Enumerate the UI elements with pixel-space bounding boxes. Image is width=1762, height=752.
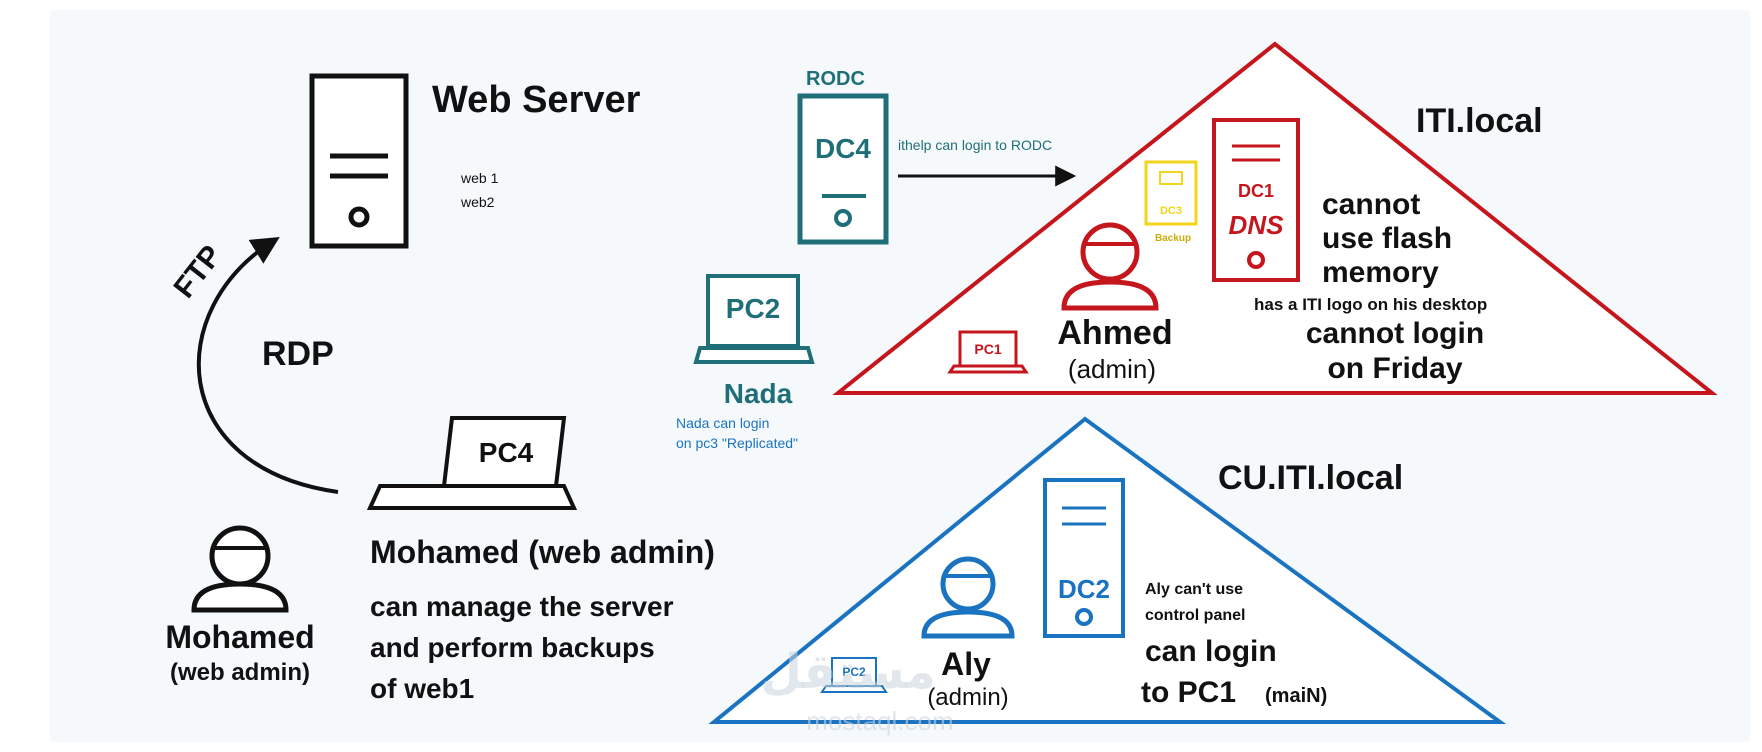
watermark-latin: mostaql.com bbox=[806, 706, 953, 736]
mohamed-name: Mohamed bbox=[165, 619, 314, 655]
dc2-server-icon bbox=[1043, 478, 1125, 638]
pc1-label: PC1 bbox=[974, 341, 1001, 357]
nada-note-line2: on pc3 "Replicated" bbox=[676, 435, 798, 451]
dc3-backup-label: Backup bbox=[1155, 233, 1191, 244]
aly-user-icon bbox=[921, 556, 1015, 639]
ahmed-role: (admin) bbox=[1068, 354, 1156, 384]
pc4-laptop-icon bbox=[366, 416, 578, 510]
cu-policy1-line2: control panel bbox=[1145, 607, 1245, 624]
dc1-dns-server-icon bbox=[1212, 118, 1300, 282]
iti-policy3-line1: cannot login bbox=[1306, 317, 1484, 350]
iti-policy1-line3: memory bbox=[1322, 256, 1439, 289]
cu-policy1-line1: Aly can't use bbox=[1145, 581, 1243, 598]
pc1-laptop-icon bbox=[947, 330, 1029, 374]
web-site-2: web2 bbox=[460, 194, 495, 210]
nada-note-line1: Nada can login bbox=[676, 415, 769, 431]
iti-policy2: has a ITI logo on his desktop bbox=[1254, 295, 1487, 314]
pc2-laptop-icon bbox=[693, 274, 815, 364]
nada-name: Nada bbox=[724, 378, 793, 409]
rdp-label: RDP bbox=[262, 335, 334, 373]
mohamed-desc-line1: can manage the server bbox=[370, 591, 674, 622]
cu-policy2-line2: to PC1 bbox=[1141, 676, 1236, 709]
dc1-label: DC1 bbox=[1238, 181, 1274, 201]
cu-policy2-line1: can login bbox=[1145, 635, 1277, 668]
iti-policy3-line2: on Friday bbox=[1327, 352, 1462, 385]
rodc-note: ithelp can login to RODC bbox=[898, 137, 1052, 153]
cu-domain-name: CU.ITI.local bbox=[1218, 459, 1403, 497]
cu-pc2-label: PC2 bbox=[842, 665, 866, 679]
cu-policy2-suffix: (maiN) bbox=[1265, 685, 1327, 707]
mohamed-desc-line2: and perform backups bbox=[370, 632, 655, 663]
iti-policy1-line2: use flash bbox=[1322, 222, 1452, 255]
web-server-icon bbox=[309, 73, 409, 249]
dns-label: DNS bbox=[1229, 210, 1285, 240]
mohamed-role: (web admin) bbox=[170, 659, 310, 686]
dc2-label: DC2 bbox=[1058, 574, 1110, 604]
dc4-server-icon bbox=[797, 93, 889, 245]
web-site-1: web 1 bbox=[460, 170, 499, 186]
mohamed-desc-line3: of web1 bbox=[370, 673, 474, 704]
ahmed-name: Ahmed bbox=[1057, 314, 1172, 352]
mohamed-user-icon bbox=[191, 525, 289, 613]
ftp-rdp-arrow bbox=[196, 237, 339, 494]
dc3-label: DC3 bbox=[1160, 205, 1182, 217]
aly-role: (admin) bbox=[927, 684, 1008, 711]
pc2-nada-label: PC2 bbox=[726, 293, 780, 324]
aly-name: Aly bbox=[941, 646, 991, 682]
iti-policy1-line1: cannot bbox=[1322, 188, 1420, 221]
ahmed-user-icon bbox=[1061, 222, 1159, 311]
watermark-arabic: مستقل bbox=[760, 646, 936, 699]
iti-domain-name: ITI.local bbox=[1416, 102, 1543, 140]
pc4-label: PC4 bbox=[479, 437, 534, 468]
web-server-title: Web Server bbox=[432, 79, 641, 121]
cu-pc2-laptop-icon bbox=[820, 657, 888, 693]
dc4-label: DC4 bbox=[815, 133, 871, 164]
rodc-label: RODC bbox=[806, 68, 865, 90]
dc3-backup-server-icon bbox=[1144, 160, 1198, 226]
mohamed-heading: Mohamed (web admin) bbox=[370, 534, 715, 570]
